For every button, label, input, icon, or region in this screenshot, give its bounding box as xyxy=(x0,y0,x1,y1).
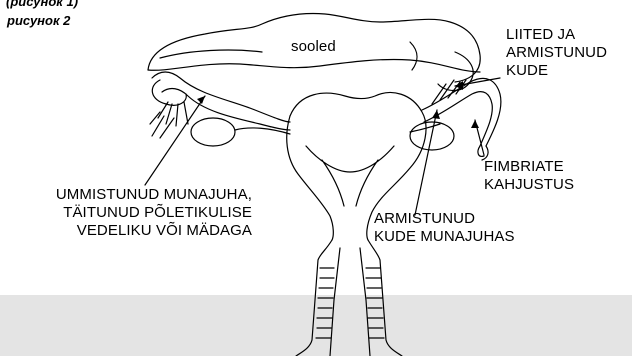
label-adhesions: LIITED JA ARMISTUNUD KUDE xyxy=(506,26,607,80)
label-blocked-tube: UMMISTUNUD MUNAJUHA, TÄITUNUD PÕLETIKULI… xyxy=(56,186,252,240)
arrowhead-blocked-tube xyxy=(197,96,205,104)
label-fimbriae-line2: KAHJUSTUS xyxy=(484,176,574,194)
label-scar-tissue-line2: KUDE MUNAJUHAS xyxy=(374,228,515,246)
vaginal-rugae xyxy=(316,268,384,338)
left-fimbriae xyxy=(150,102,188,138)
label-intestines: sooled xyxy=(291,38,336,56)
left-tube-lower xyxy=(162,89,290,130)
vaginal-canal-left xyxy=(330,248,340,356)
vaginal-canal-right xyxy=(360,248,370,356)
label-adhesions-line1: LIITED JA xyxy=(506,26,607,44)
uterine-cavity xyxy=(306,146,394,206)
label-scar-tissue-line1: ARMISTUNUD xyxy=(374,210,515,228)
label-blocked-tube-line2: TÄITUNUD PÕLETIKULISE xyxy=(56,204,252,222)
intestines-lower-edge xyxy=(148,59,480,72)
label-scar-tissue: ARMISTUNUD KUDE MUNAJUHAS xyxy=(374,210,515,246)
uterus-left-side xyxy=(287,116,334,240)
label-fimbriae-line1: FIMBRIATE xyxy=(484,158,574,176)
label-blocked-tube-line1: UMMISTUNUD MUNAJUHA, xyxy=(56,186,252,204)
left-tube-swelling xyxy=(152,80,186,105)
label-adhesions-line2: ARMISTUNUD xyxy=(506,44,607,62)
label-fimbriae: FIMBRIATE KAHJUSTUS xyxy=(484,158,574,194)
label-adhesions-line3: KUDE xyxy=(506,62,607,80)
left-tube-upper xyxy=(152,72,290,122)
arrowhead-fimbriae xyxy=(471,120,479,128)
label-blocked-tube-line3: VEDELIKU VÕI MÄDAGA xyxy=(56,222,252,240)
left-ovary xyxy=(191,118,235,146)
